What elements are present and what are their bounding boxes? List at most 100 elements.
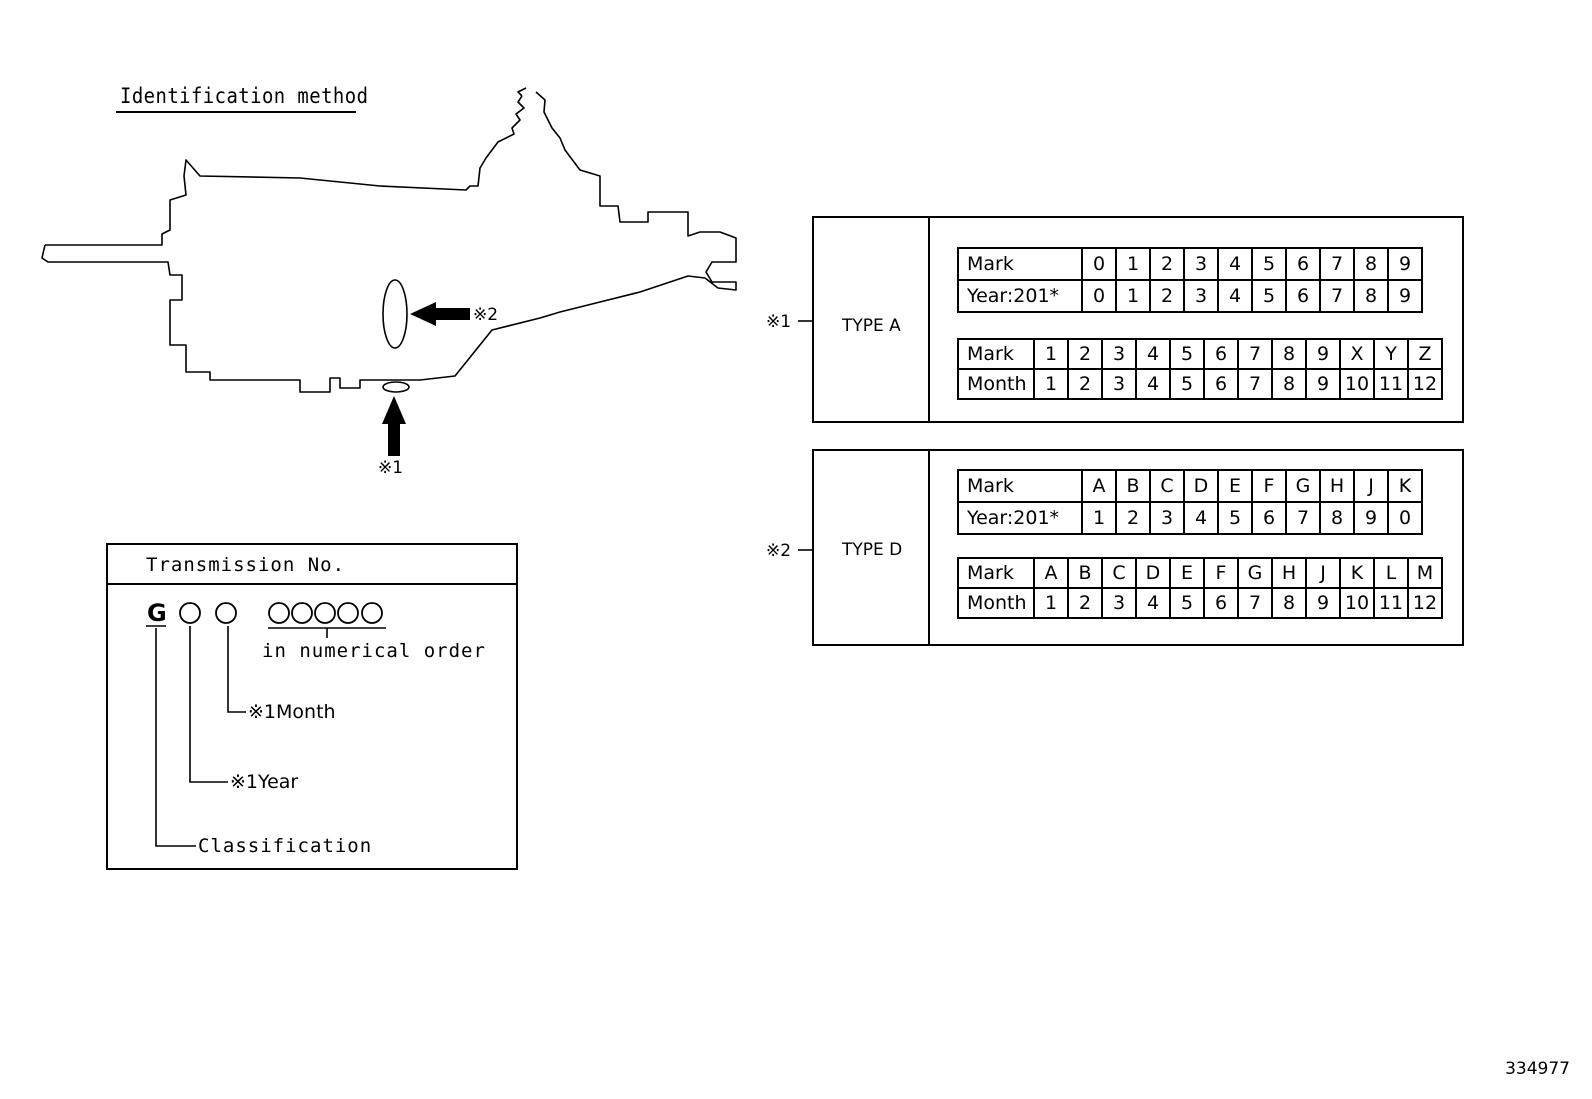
table-cell: 9 <box>1353 501 1389 535</box>
table-header: Mark <box>957 338 1035 370</box>
type-d-month-table: Mark A B C D E F G H J K L M Month 1 2 3… <box>957 557 1443 619</box>
table-cell: C <box>1101 557 1137 589</box>
table-cell: 9 <box>1305 368 1341 400</box>
table-cell: J <box>1353 469 1389 503</box>
table-cell: K <box>1339 557 1375 589</box>
table-header: Year:201* <box>957 279 1083 313</box>
table-cell: 1 <box>1115 279 1151 313</box>
serial-circle-3 <box>314 602 336 624</box>
table-cell: D <box>1135 557 1171 589</box>
table-cell: 9 <box>1305 587 1341 619</box>
table-cell: X <box>1339 338 1375 370</box>
table-cell: E <box>1217 469 1253 503</box>
table-cell: 1 <box>1081 501 1117 535</box>
table-cell: 3 <box>1101 368 1137 400</box>
table-cell: 7 <box>1237 587 1273 619</box>
table-cell: 5 <box>1169 338 1205 370</box>
table-cell: C <box>1149 469 1185 503</box>
table-cell: 6 <box>1285 279 1321 313</box>
table-cell: 4 <box>1135 368 1171 400</box>
table-cell: 1 <box>1115 247 1151 281</box>
table-cell: 9 <box>1387 247 1423 281</box>
table-cell: 2 <box>1067 587 1103 619</box>
month-digit-circle <box>215 602 237 624</box>
table-cell: L <box>1373 557 1409 589</box>
table-header: Month <box>957 587 1035 619</box>
table-cell: 8 <box>1271 587 1307 619</box>
table-cell: 1 <box>1033 338 1069 370</box>
table-cell: H <box>1319 469 1355 503</box>
table-cell: D <box>1183 469 1219 503</box>
table-cell: 3 <box>1101 587 1137 619</box>
table-cell: A <box>1033 557 1069 589</box>
table-cell: 8 <box>1271 338 1307 370</box>
page-title: Identification method <box>120 84 369 108</box>
type-a-month-table: Mark 1 2 3 4 5 6 7 8 9 X Y Z Month 1 2 3… <box>957 338 1443 400</box>
table-cell: Y <box>1373 338 1409 370</box>
table-cell: 6 <box>1251 501 1287 535</box>
type-a-label: TYPE A <box>842 316 901 336</box>
type-a-year-table: Mark 0 1 2 3 4 5 6 7 8 9 Year:201* 0 1 2… <box>957 247 1423 313</box>
arrow-1-label: ※1 <box>378 458 404 478</box>
table-cell: 7 <box>1285 501 1321 535</box>
table-cell: 2 <box>1067 368 1103 400</box>
table-cell: F <box>1203 557 1239 589</box>
table-header: Mark <box>957 469 1083 503</box>
table-cell: 9 <box>1305 338 1341 370</box>
table-cell: 11 <box>1373 368 1409 400</box>
table-cell: 11 <box>1373 587 1409 619</box>
table-cell: 4 <box>1135 587 1171 619</box>
table-cell: 2 <box>1115 501 1151 535</box>
type-d-callout: ※2 <box>766 541 792 561</box>
table-cell: 1 <box>1033 587 1069 619</box>
table-cell: 5 <box>1169 368 1205 400</box>
table-cell: 2 <box>1067 338 1103 370</box>
table-cell: 4 <box>1217 247 1253 281</box>
table-cell: 10 <box>1339 587 1375 619</box>
table-cell: 6 <box>1285 247 1321 281</box>
table-cell: 2 <box>1149 279 1185 313</box>
type-d-box <box>812 449 1464 646</box>
table-cell: 0 <box>1081 247 1117 281</box>
table-header: Year:201* <box>957 501 1083 535</box>
serial-circle-4 <box>337 602 359 624</box>
arrow-2-icon <box>410 302 470 326</box>
table-cell: H <box>1271 557 1307 589</box>
mark-location-2 <box>382 279 408 349</box>
table-cell: 5 <box>1169 587 1205 619</box>
table-cell: 5 <box>1251 247 1287 281</box>
table-cell: 3 <box>1183 279 1219 313</box>
type-a-callout: ※1 <box>766 312 792 332</box>
transmission-number-box <box>106 543 518 870</box>
serial-circle-1 <box>268 602 290 624</box>
classification-letter: G <box>147 599 167 627</box>
table-cell: G <box>1285 469 1321 503</box>
table-cell: 7 <box>1237 368 1273 400</box>
month-label: ※1Month <box>248 701 336 723</box>
table-cell: G <box>1237 557 1273 589</box>
table-cell: 1 <box>1033 368 1069 400</box>
table-cell: 3 <box>1149 501 1185 535</box>
table-cell: 8 <box>1353 247 1389 281</box>
type-d-label: TYPE D <box>842 540 903 560</box>
serial-circle-2 <box>291 602 313 624</box>
table-cell: 8 <box>1271 368 1307 400</box>
table-cell: F <box>1251 469 1287 503</box>
table-cell: 6 <box>1203 338 1239 370</box>
table-cell: 3 <box>1183 247 1219 281</box>
diagram-id: 334977 <box>1505 1059 1570 1079</box>
table-cell: 4 <box>1135 338 1171 370</box>
type-a-box <box>812 216 1464 423</box>
table-cell: 4 <box>1217 279 1253 313</box>
table-cell: 9 <box>1387 279 1423 313</box>
year-label: ※1Year <box>230 771 299 793</box>
table-cell: 6 <box>1203 587 1239 619</box>
table-header: Mark <box>957 557 1035 589</box>
table-cell: 0 <box>1387 501 1423 535</box>
table-cell: B <box>1115 469 1151 503</box>
year-digit-circle <box>179 602 201 624</box>
table-cell: Z <box>1407 338 1443 370</box>
table-cell: 6 <box>1203 368 1239 400</box>
mark-location-1 <box>382 381 410 393</box>
table-cell: 2 <box>1149 247 1185 281</box>
